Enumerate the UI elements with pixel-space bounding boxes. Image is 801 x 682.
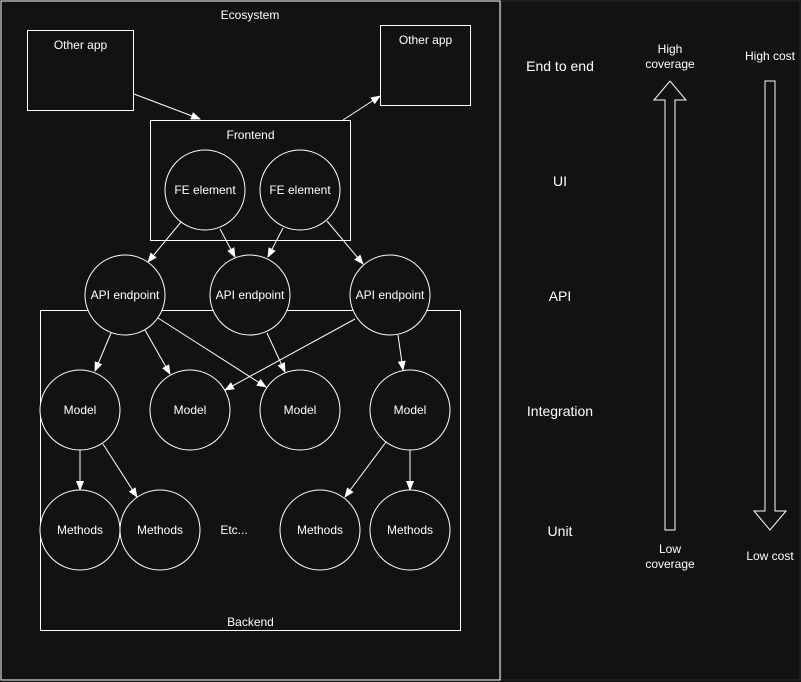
cost-high-label: High cost	[745, 49, 796, 63]
methods-1-label: Methods	[57, 523, 103, 537]
other-app-left-label: Other app	[54, 38, 108, 52]
methods-2	[119, 489, 201, 571]
arrow-api3-to-model4	[397, 334, 406, 371]
level-api: API	[549, 288, 572, 304]
level-end-to-end: End to end	[526, 58, 594, 74]
methods-3-label: Methods	[297, 523, 343, 537]
api-endpoint-1	[84, 254, 166, 336]
ecosystem-title: Ecosystem	[221, 8, 280, 22]
arrow-model1-to-methods2	[102, 443, 138, 498]
backend-title: Backend	[227, 615, 274, 629]
other-app-right-label: Other app	[399, 33, 453, 47]
methods-3	[279, 489, 361, 571]
arrow-api2-to-model3	[266, 332, 286, 373]
model-2	[149, 369, 231, 451]
frontend-box	[150, 120, 351, 241]
model-4	[369, 369, 451, 451]
api-endpoint-3-label: API endpoint	[356, 288, 425, 302]
other-app-left-box	[27, 30, 134, 111]
arrow-fe2-to-api3	[326, 220, 364, 265]
model-3	[259, 369, 341, 451]
arrow-model4-to-methods3	[344, 441, 387, 498]
model-3-label: Model	[284, 403, 317, 417]
model-1	[39, 369, 121, 451]
fe-element-1-label: FE element	[174, 183, 236, 197]
coverage-arrow-up-icon	[652, 80, 688, 531]
methods-4	[369, 489, 451, 571]
level-ui: UI	[553, 173, 567, 189]
api-endpoint-1-label: API endpoint	[91, 288, 160, 302]
model-4-label: Model	[394, 403, 427, 417]
fe-element-1	[164, 149, 246, 231]
other-app-right-box	[380, 25, 471, 106]
arrow-api3-to-model2	[224, 318, 356, 391]
api-endpoint-2	[209, 254, 291, 336]
level-unit: Unit	[548, 523, 573, 539]
coverage-low-line1: Low	[659, 542, 681, 556]
arrow-fe2-to-api2	[267, 227, 284, 258]
arrow-frontend-to-otherapp	[342, 95, 381, 121]
api-endpoint-3	[349, 254, 431, 336]
model-1-label: Model	[64, 403, 97, 417]
cost-low-label: Low cost	[746, 549, 794, 563]
arrow-otherapp-to-frontend	[133, 93, 201, 120]
coverage-low-line2: coverage	[645, 557, 695, 571]
arrow-fe1-to-api1	[147, 221, 182, 263]
etc-label: Etc...	[220, 523, 247, 537]
coverage-high-line1: High	[658, 42, 683, 56]
methods-2-label: Methods	[137, 523, 183, 537]
frontend-title: Frontend	[226, 128, 274, 142]
api-endpoint-2-label: API endpoint	[216, 288, 285, 302]
model-2-label: Model	[174, 403, 207, 417]
cost-arrow-down-icon	[752, 80, 788, 531]
levels-panel	[500, 0, 801, 681]
arrow-api1-to-model1	[94, 332, 112, 372]
arrow-fe1-to-api2	[219, 228, 236, 258]
connectors	[76, 93, 414, 498]
fe-element-2-label: FE element	[269, 183, 331, 197]
backend-box	[40, 310, 461, 631]
ecosystem-box	[0, 0, 501, 681]
coverage-high-line2: coverage	[645, 57, 695, 71]
fe-element-2	[259, 149, 341, 231]
level-integration: Integration	[527, 403, 593, 419]
methods-4-label: Methods	[387, 523, 433, 537]
arrow-api1-to-model3	[157, 317, 267, 388]
arrow-api1-to-model2	[144, 329, 171, 375]
